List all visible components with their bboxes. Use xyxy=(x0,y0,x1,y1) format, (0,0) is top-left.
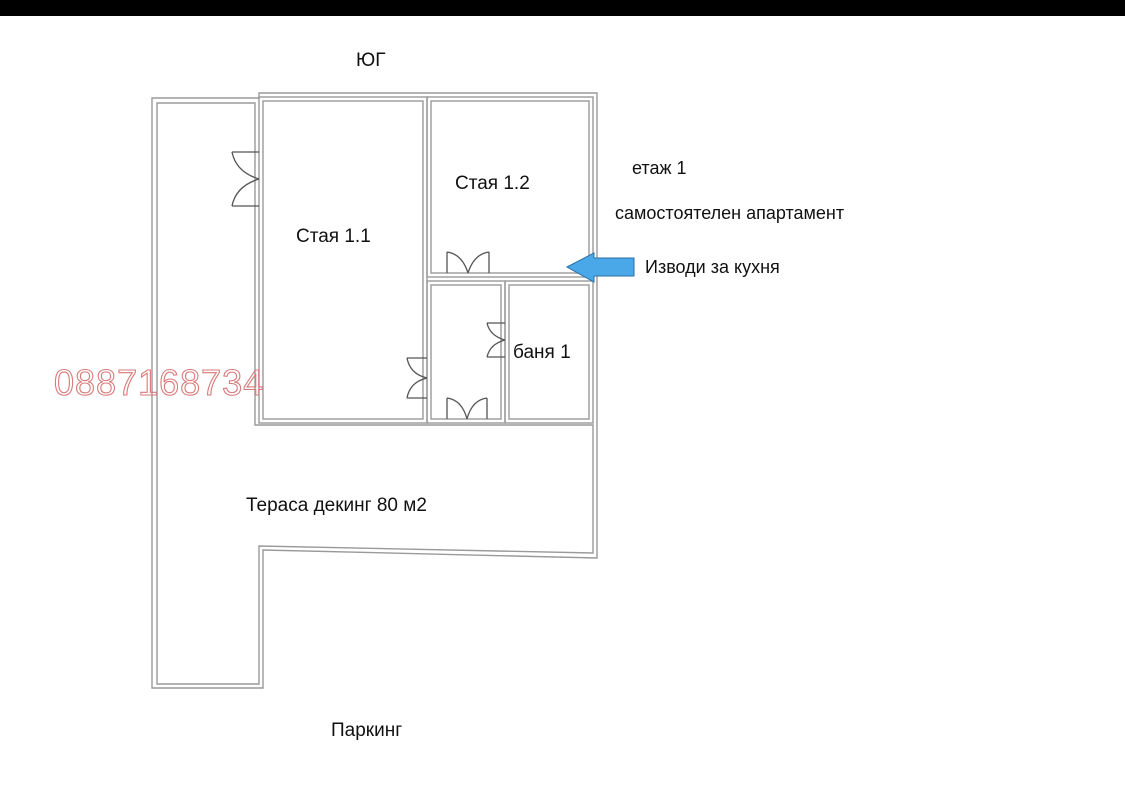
bathroom-walls xyxy=(504,280,594,424)
door-room-1-1-left xyxy=(231,151,260,207)
room-1-2-walls xyxy=(426,96,594,278)
floor-note: етаж 1 xyxy=(632,158,687,178)
door-corridor-bottom xyxy=(446,397,488,420)
door-bathroom xyxy=(486,322,506,358)
room-1-2-label: Стая 1.2 xyxy=(455,173,530,194)
door-room-1-1-corridor xyxy=(406,357,428,399)
room-1-1-walls xyxy=(258,96,428,424)
phone-watermark: 0887168734 xyxy=(53,361,265,403)
apartment-type-note: самостоятелен апартамент xyxy=(615,203,845,223)
parking-label: Паркинг xyxy=(331,720,403,741)
kitchen-outlet-arrow-icon xyxy=(565,252,635,283)
compass-south-label: ЮГ xyxy=(356,50,386,71)
corridor-walls xyxy=(426,280,506,424)
door-room-1-2 xyxy=(446,251,490,274)
top-black-bar xyxy=(0,0,1125,16)
bathroom-1-label: баня 1 xyxy=(513,342,571,363)
kitchen-outlets-note: Изводи за кухня xyxy=(645,257,780,277)
room-1-1-label: Стая 1.1 xyxy=(296,226,371,247)
terrace-label: Тераса декинг 80 м2 xyxy=(246,495,427,516)
